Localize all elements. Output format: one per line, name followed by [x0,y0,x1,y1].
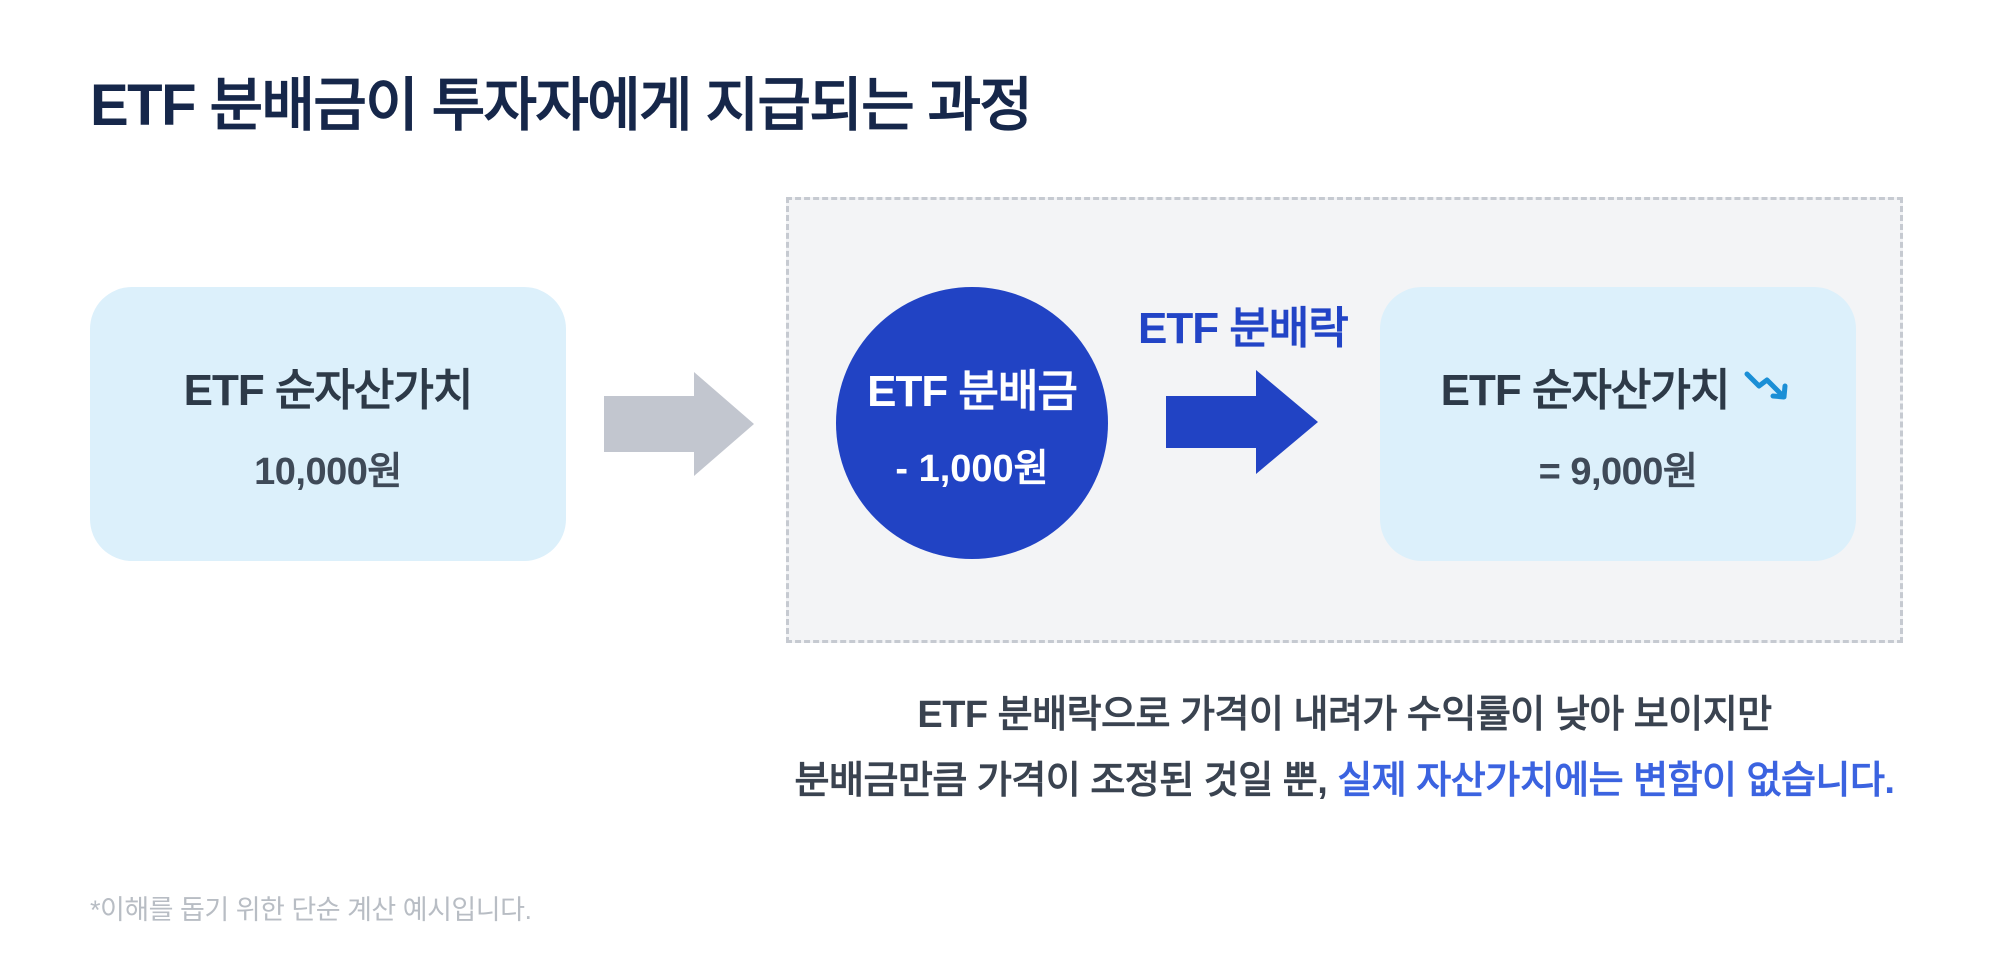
gray-arrow-icon [604,372,754,476]
nav-after-value: = 9,000원 [1538,450,1698,493]
nav-before-label: ETF 순자산가치 [183,365,474,415]
blue-arrow-icon [1166,370,1318,474]
caption: ETF 분배락으로 가격이 내려가 수익률이 낮아 보이지만 분배금만큼 가격이… [786,682,1903,814]
footnote: *이해를 돕기 위한 단순 계산 예시입니다. [90,895,532,925]
nav-after-label-row: ETF 순자산가치 [1441,354,1796,418]
ex-dividend-label: ETF 분배락 [1138,304,1349,353]
nav-before-box: ETF 순자산가치 10,000원 [90,287,566,561]
caption-line2: 분배금만큼 가격이 조정된 것일 뿐, 실제 자산가치에는 변함이 없습니다. [786,748,1903,814]
caption-line2-prefix: 분배금만큼 가격이 조정된 것일 뿐, [794,760,1338,802]
nav-before-value: 10,000원 [254,450,402,493]
nav-after-label: ETF 순자산가치 [1440,365,1731,415]
caption-highlight: 실제 자산가치에는 변함이 없습니다. [1337,760,1895,802]
dividend-circle: ETF 분배금 - 1,000원 [836,287,1108,559]
dividend-value: - 1,000원 [895,447,1049,490]
trending-down-icon [1744,371,1788,399]
page-title: ETF 분배금이 투자자에게 지급되는 과정 [90,73,1033,138]
nav-after-box: ETF 순자산가치 = 9,000원 [1380,287,1856,561]
caption-line1: ETF 분배락으로 가격이 내려가 수익률이 낮아 보이지만 [917,694,1772,736]
dividend-label: ETF 분배금 [867,366,1078,416]
